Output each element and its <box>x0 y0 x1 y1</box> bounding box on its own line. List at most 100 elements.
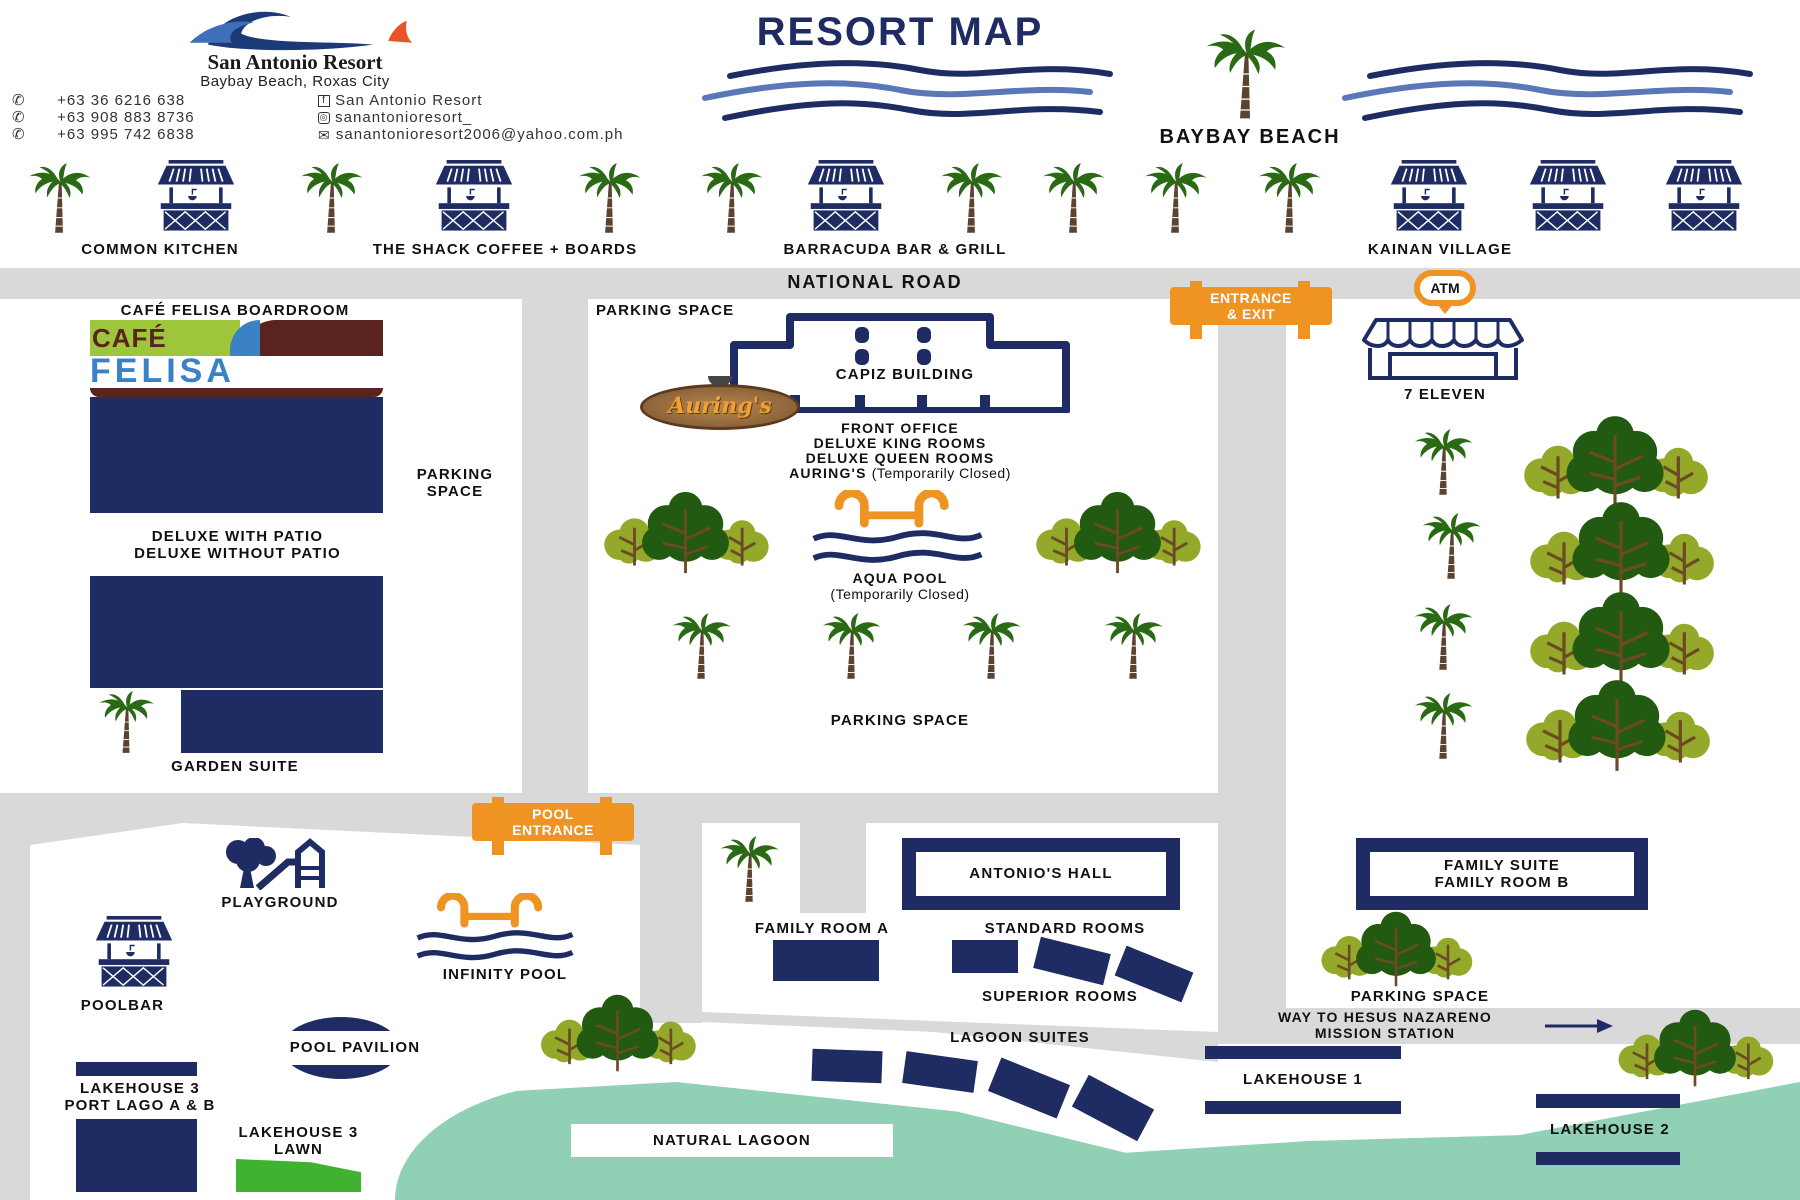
kiosk-icon <box>790 160 902 232</box>
lakehouse3-top-building <box>76 1062 197 1076</box>
deluxe-building <box>90 576 383 688</box>
lagoon-suite-2 <box>902 1051 978 1093</box>
venue-the-shack: THE SHACK COFFEE + BOARDS <box>372 241 638 258</box>
standard-room-2 <box>1033 936 1111 986</box>
cafe-logo-top: CAFÉ <box>92 323 167 353</box>
map-title: RESORT MAP <box>756 10 1044 54</box>
palm-tree-icon <box>1126 162 1224 234</box>
lakehouse2-label: LAKEHOUSE 2 <box>1550 1121 1670 1138</box>
email-link[interactable]: ✉ sanantonioresort2006@yahoo.com.ph <box>318 126 624 144</box>
aurings-pot-icon <box>708 376 732 386</box>
antonios-hall-label: ANTONIO'S HALL <box>969 865 1113 882</box>
atm-label: ATM <box>1430 280 1460 296</box>
road-palm-gap <box>800 823 866 913</box>
phone-1: ✆ +63 36 6216 638 <box>12 92 186 110</box>
kiosk-icon <box>140 160 252 232</box>
road-right-vertical <box>1218 299 1286 1034</box>
entrance-exit-sign: ENTRANCE& EXIT <box>1170 281 1332 339</box>
infinity-pool-label: INFINITY POOL <box>442 966 568 983</box>
palm-tree-icon <box>922 162 1020 234</box>
seven-eleven-label: 7 ELEVEN <box>1403 386 1487 403</box>
atm-marker-icon[interactable]: ATM <box>1408 270 1482 316</box>
playground-icon <box>226 838 325 890</box>
palm-tree-icon <box>10 162 108 234</box>
infinity-pool-icon <box>400 893 590 965</box>
aqua-pool-label: AQUA POOL (Temporarily Closed) <box>830 570 970 602</box>
palm-tree-icon <box>80 690 172 754</box>
facebook-link[interactable]: f San Antonio Resort <box>318 93 482 109</box>
palm-tree-icon <box>942 612 1040 680</box>
road-left-vertical <box>522 299 588 794</box>
palm-tree-icon <box>560 162 658 234</box>
palm-tree-icon <box>282 162 380 234</box>
family-room-a-building <box>773 940 879 981</box>
mail-icon: ✉ <box>318 127 331 144</box>
poolbar-label: POOLBAR <box>80 997 165 1014</box>
capiz-rooms: FRONT OFFICE DELUXE KING ROOMS DELUXE QU… <box>789 420 1011 481</box>
garden-suite-building <box>181 690 383 753</box>
center-parking-bottom: PARKING SPACE <box>830 712 970 729</box>
family-room-a-label: FAMILY ROOM A <box>754 920 890 937</box>
capiz-label: CAPIZ BUILDING <box>835 366 975 383</box>
venue-kainan-village: KAINAN VILLAGE <box>1367 241 1513 258</box>
palm-tree-icon <box>1394 428 1492 496</box>
boardroom-label: CAFÉ FELISA BOARDROOM <box>120 302 350 319</box>
lagoon-suites-label: LAGOON SUITES <box>950 1029 1090 1046</box>
lagoon-suite-1 <box>811 1048 883 1084</box>
lakehouse2-bottom-building <box>1536 1152 1680 1165</box>
beach-label: BAYBAY BEACH <box>1159 126 1341 148</box>
store-icon <box>1362 318 1524 380</box>
palm-tree-icon <box>1084 612 1182 680</box>
lakehouse1-top-building <box>1205 1046 1401 1059</box>
standard-rooms-label: STANDARD ROOMS <box>984 920 1146 937</box>
palm-tree-icon <box>1240 162 1338 234</box>
waves-right-icon <box>1340 56 1780 122</box>
trees-icon <box>598 490 773 575</box>
palm-tree-icon <box>682 162 780 234</box>
wave-logo-icon <box>189 11 413 51</box>
trees-icon <box>1506 590 1736 685</box>
superior-rooms-label: SUPERIOR ROOMS <box>982 988 1138 1005</box>
palm-tree-icon <box>1024 162 1122 234</box>
natural-lagoon-label-box <box>571 1124 893 1157</box>
facebook-icon: f <box>318 95 330 108</box>
lower-right-parking-label: PARKING SPACE <box>1350 988 1490 1005</box>
trees-icon <box>1502 678 1732 773</box>
aurings-logo-text: Auring's <box>668 393 772 419</box>
waves-left-icon <box>700 56 1140 122</box>
kiosk-icon <box>1373 160 1485 232</box>
venue-common-kitchen: COMMON KITCHEN <box>81 241 239 258</box>
cafe-logo-bottom: FELISA <box>90 352 235 390</box>
lagoon-suite-3 <box>987 1057 1071 1119</box>
phone-3: ✆ +63 995 742 6838 <box>12 126 195 144</box>
palm-tree-icon <box>1402 512 1500 580</box>
kiosk-icon <box>1512 160 1624 232</box>
palm-tree-icon <box>1180 28 1310 120</box>
aqua-pool-icon <box>805 490 990 568</box>
family-suite-building <box>1356 838 1648 910</box>
cafe-felisa-building <box>90 397 383 513</box>
pool-pavilion-label: POOL PAVILION <box>289 1039 421 1056</box>
instagram-icon: ◎ <box>318 112 330 125</box>
standard-room-1 <box>952 940 1018 973</box>
lakehouse2-top-building <box>1536 1094 1680 1108</box>
trees-icon <box>1600 1008 1790 1088</box>
phone-icon: ✆ <box>12 109 26 127</box>
natural-lagoon-label: NATURAL LAGOON <box>653 1132 811 1149</box>
pool-pavilion-shape <box>282 1017 400 1079</box>
phone-icon: ✆ <box>12 126 26 144</box>
palm-tree-icon <box>652 612 750 680</box>
kiosk-icon <box>1648 160 1760 232</box>
kiosk-icon <box>418 160 530 232</box>
lakehouse1-label: LAKEHOUSE 1 <box>1243 1071 1363 1088</box>
palm-tree-icon <box>1394 692 1492 760</box>
trees-icon <box>1500 414 1730 509</box>
lakehouse1-bottom-building <box>1205 1101 1401 1114</box>
venue-barracuda: BARRACUDA BAR & GRILL <box>783 241 1007 258</box>
instagram-link[interactable]: ◎ sanantonioresort_ <box>318 109 473 126</box>
